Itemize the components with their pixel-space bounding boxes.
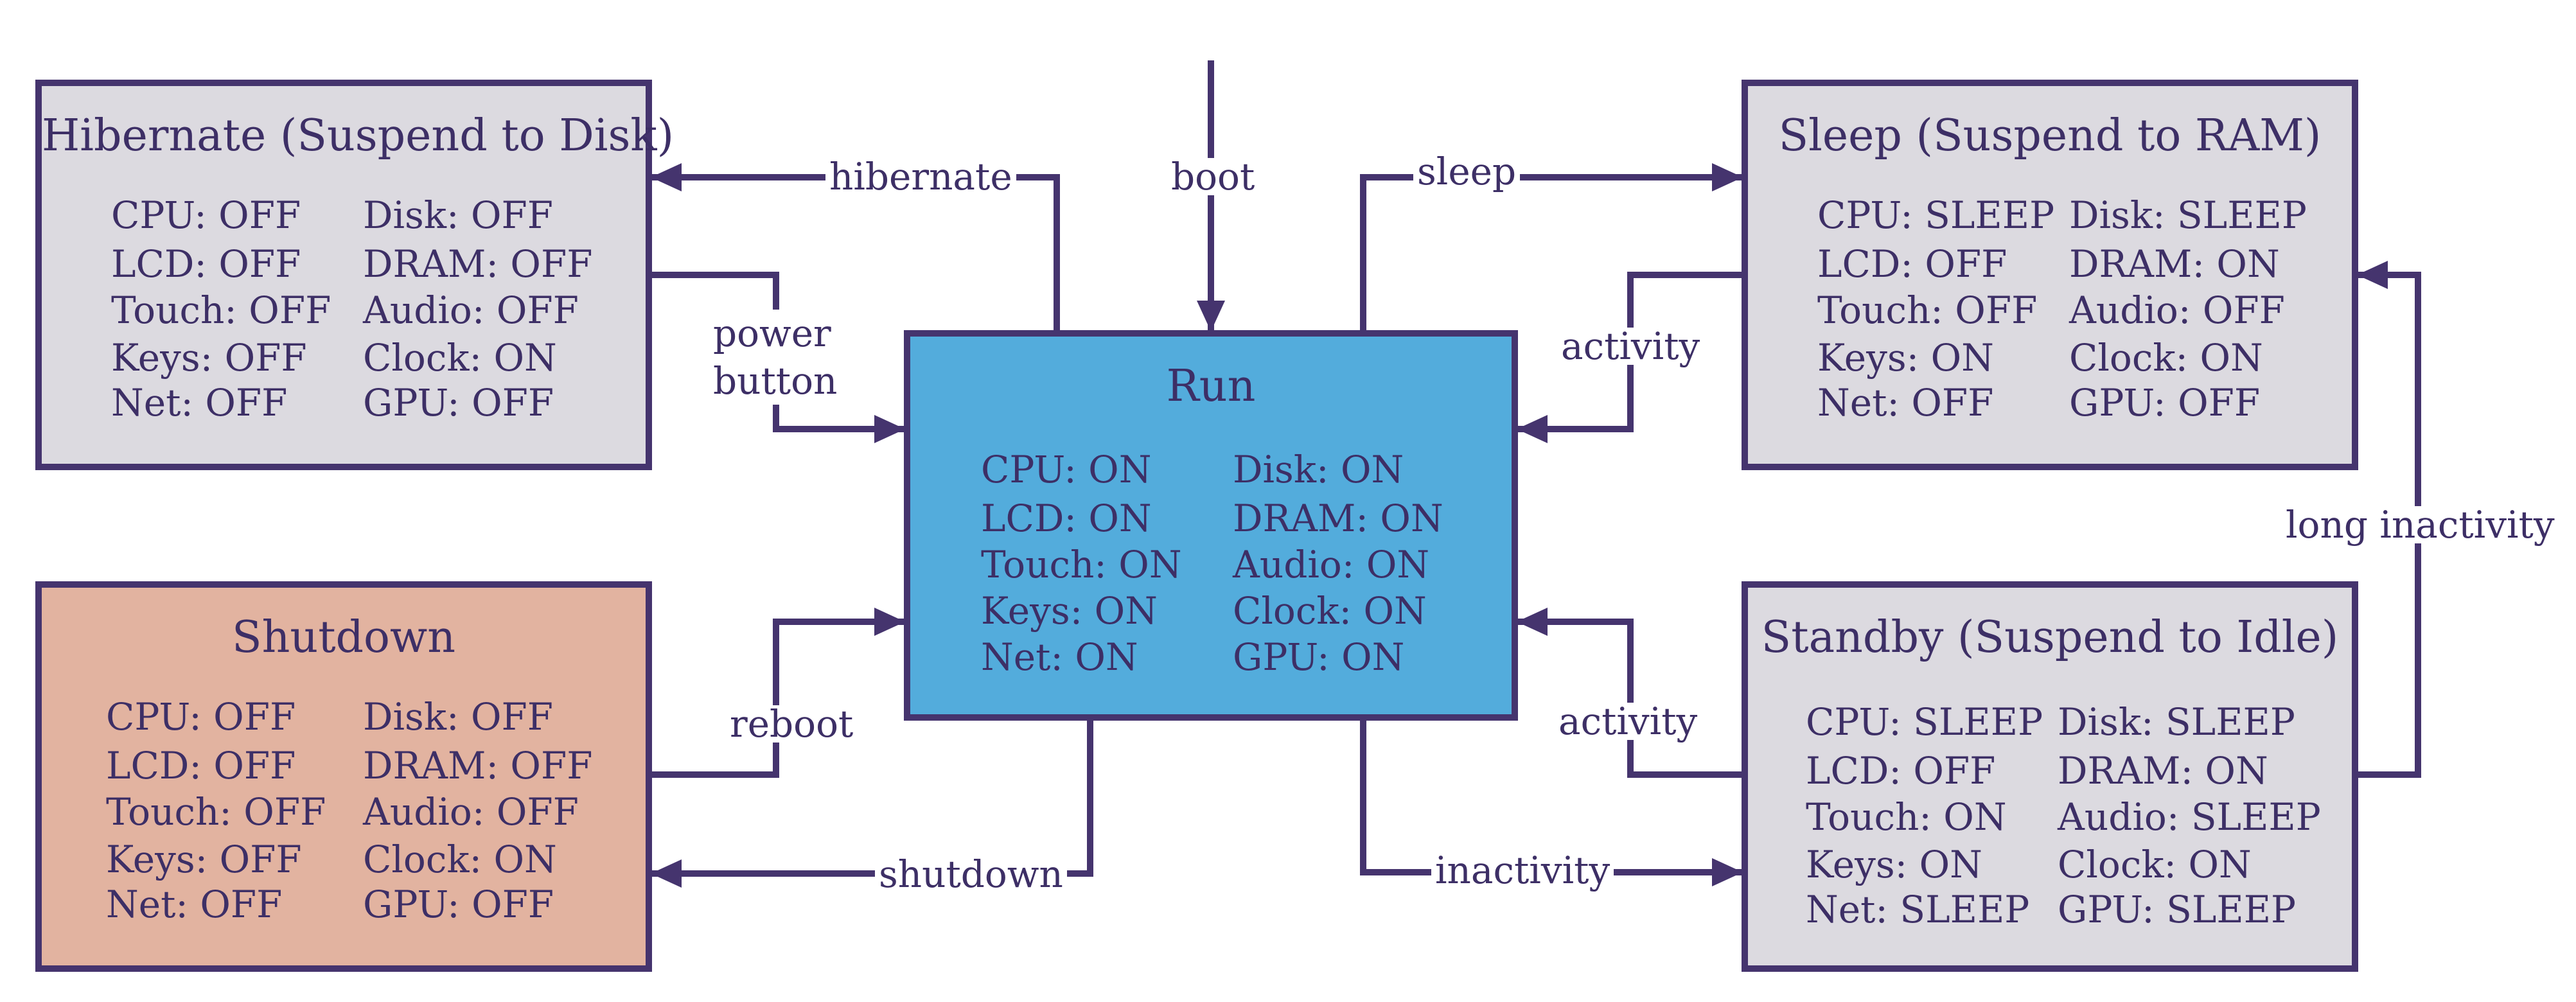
state-row: Clock: ON [1233, 589, 1427, 633]
state-title: Sleep (Suspend to RAM) [1778, 110, 2322, 161]
state-row: LCD: OFF [1806, 749, 1996, 793]
state-row: Touch: ON [981, 543, 1182, 586]
state-row: DRAM: ON [2069, 242, 2280, 286]
state-shutdown: Shutdown CPU: OFF Disk: OFF LCD: OFF DRA… [35, 581, 652, 972]
state-row: GPU: SLEEP [2058, 888, 2297, 931]
power-button-label: power button [709, 310, 837, 405]
state-row: Net: ON [981, 635, 1138, 679]
state-row: GPU: OFF [363, 381, 554, 425]
state-row: Keys: ON [981, 589, 1158, 633]
state-row: Audio: OFF [363, 288, 579, 332]
state-row: Clock: ON [363, 336, 557, 380]
state-row: CPU: SLEEP [1806, 700, 2043, 744]
activity-from-sleep-label: activity [1557, 328, 1704, 365]
state-row: DRAM: OFF [363, 744, 593, 787]
shutdown-arrow [651, 718, 1093, 888]
state-row: Net: OFF [111, 381, 288, 425]
state-row: DRAM: ON [2058, 749, 2268, 793]
state-row: Touch: OFF [111, 288, 331, 332]
state-row: DRAM: ON [1233, 497, 1443, 540]
inactivity-arrow [1360, 718, 1743, 886]
state-row: Disk: SLEEP [2058, 700, 2295, 744]
state-row: LCD: OFF [106, 744, 296, 787]
boot-label: boot [1167, 158, 1259, 195]
state-row: Audio: ON [1233, 543, 1430, 586]
state-row: LCD: OFF [111, 242, 301, 286]
state-row: GPU: OFF [363, 883, 554, 926]
state-row: Audio: OFF [2069, 288, 2285, 332]
hibernate-arrow [651, 163, 1060, 330]
state-row: Disk: ON [1233, 448, 1404, 491]
state-row: CPU: OFF [106, 695, 296, 739]
long-inactivity-label: long inactivity [2282, 506, 2559, 543]
state-row: Clock: ON [2058, 843, 2252, 886]
state-sleep: Sleep (Suspend to RAM) CPU: SLEEP Disk: … [1742, 80, 2358, 470]
sleep-label: sleep [1413, 153, 1521, 190]
state-row: Disk: OFF [363, 695, 553, 739]
state-row: DRAM: OFF [363, 242, 593, 286]
inactivity-label: inactivity [1431, 852, 1614, 889]
state-row: GPU: ON [1233, 635, 1405, 679]
reboot-arrow [649, 608, 905, 778]
state-row: Keys: ON [1806, 843, 1982, 886]
state-row: CPU: OFF [111, 193, 301, 237]
state-run: Run CPU: ON Disk: ON LCD: ON DRAM: ON To… [904, 330, 1518, 721]
state-row: Clock: ON [363, 838, 557, 881]
state-row: Net: OFF [1817, 381, 1994, 425]
state-row: Touch: OFF [106, 790, 326, 834]
state-row: Keys: OFF [111, 336, 307, 380]
state-row: CPU: ON [981, 448, 1152, 491]
activity-from-standby-arrow [1517, 608, 1742, 778]
state-standby: Standby (Suspend to Idle) CPU: SLEEP Dis… [1742, 581, 2358, 972]
state-row: Audio: OFF [363, 790, 579, 834]
state-row: Touch: ON [1806, 795, 2007, 839]
state-title: Hibernate (Suspend to Disk) [42, 110, 675, 161]
state-row: Net: OFF [106, 883, 283, 926]
state-row: GPU: OFF [2069, 381, 2261, 425]
activity-from-standby-label: activity [1555, 703, 1702, 740]
state-row: Keys: ON [1817, 336, 1994, 380]
shutdown-label: shutdown [875, 856, 1067, 893]
state-title: Run [1166, 361, 1256, 412]
state-row: Audio: SLEEP [2058, 795, 2321, 839]
state-row: Disk: SLEEP [2069, 193, 2307, 237]
state-row: Touch: OFF [1817, 288, 2038, 332]
state-hibernate: Hibernate (Suspend to Disk) CPU: OFF Dis… [35, 80, 675, 470]
hibernate-label: hibernate [825, 158, 1016, 195]
state-title: Shutdown [232, 612, 455, 663]
state-row: Keys: OFF [106, 838, 302, 881]
sleep-arrow [1360, 163, 1743, 330]
state-row: LCD: ON [981, 497, 1152, 540]
state-row: CPU: SLEEP [1817, 193, 2055, 237]
state-row: Disk: OFF [363, 193, 553, 237]
state-row: Net: SLEEP [1806, 888, 2030, 931]
state-row: Clock: ON [2069, 336, 2263, 380]
state-title: Standby (Suspend to Idle) [1761, 612, 2339, 663]
reboot-label: reboot [726, 705, 858, 743]
state-row: LCD: OFF [1817, 242, 2007, 286]
